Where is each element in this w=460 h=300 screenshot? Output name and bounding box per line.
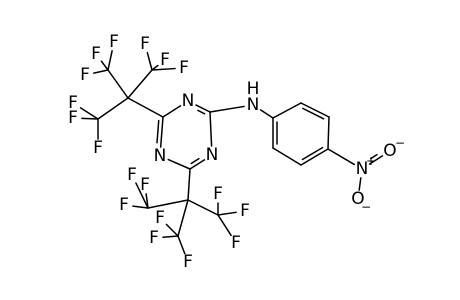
bond-line [127,97,164,118]
fluorine-label: F [109,32,119,52]
bond-line [146,51,153,71]
fluorine-label: F [155,208,165,228]
bond-line [217,214,232,237]
bond-line [156,119,160,144]
bond-line [147,199,189,209]
bond-line [217,211,237,216]
fluorine-label: F [80,65,90,85]
fluorine-label: F [231,233,241,253]
bond-line [368,155,384,165]
bond-line [107,50,113,71]
bond-line [132,205,149,209]
bond-line [79,107,99,120]
ring-nitrogen-label: N [182,91,195,111]
nitro-oxygen-label: O [351,189,364,209]
bond-line [165,223,179,237]
bond-line [159,116,164,148]
ring-nitrogen-label: N [154,146,167,166]
fluorine-label: F [68,93,78,113]
bond-line [197,109,206,115]
nitro-oxygen-label: O [383,141,396,161]
bond-line [300,102,330,118]
bond-line [145,193,149,209]
bond-line [209,105,245,113]
bond-line [259,109,274,119]
bond-line [302,107,325,120]
bond-line [301,146,324,161]
bond-line [300,148,329,166]
bond-line [272,102,302,119]
fluorine-label: F [119,195,129,215]
fluorine-label: F [149,228,159,248]
negative-charge-label: − [395,136,405,150]
bond-line [358,177,362,191]
amine-nitrogen-label: N [247,95,260,115]
bond-line [127,69,153,99]
bond-line [195,104,211,113]
bond-line [327,116,330,150]
amine-hydrogen-label: H [247,79,260,99]
fluorine-label: F [68,108,78,128]
bond-line [187,199,219,216]
bond-line [97,97,129,120]
bond-line [162,105,182,118]
bond-line [93,69,109,74]
fluorine-label: F [127,165,137,185]
bond-lines [79,50,384,255]
fluorine-label: F [213,184,223,204]
bond-line [162,235,179,239]
fluorine-label: F [140,175,150,195]
bond-line [187,168,191,201]
fluorine-label: F [179,58,189,78]
fluorine-label: F [91,44,101,64]
fluorine-label: F [240,201,250,221]
fluorine-label: F [93,138,103,158]
bond-line [177,199,189,237]
bond-line [189,159,206,170]
bond-line [370,153,378,160]
bond-line [100,60,109,71]
bond-line [107,69,129,99]
bond-line [167,158,191,170]
bond-line [135,182,149,209]
bond-line [81,117,99,120]
bond-line [327,148,355,166]
bond-line [209,111,213,147]
negative-charge-label: − [361,200,371,214]
ring-nitrogen-label: N [206,145,219,165]
fluorine-label: F [140,34,150,54]
fluorine-label: F [160,50,170,70]
nitro-nitrogen-label: N [356,159,369,179]
bond-line [151,67,176,71]
positive-charge-label: + [366,154,376,168]
fluorine-label: F [183,252,193,272]
bond-line [190,157,200,165]
bond-line [272,147,302,166]
bond-line [151,64,159,71]
bond-line [177,235,186,255]
